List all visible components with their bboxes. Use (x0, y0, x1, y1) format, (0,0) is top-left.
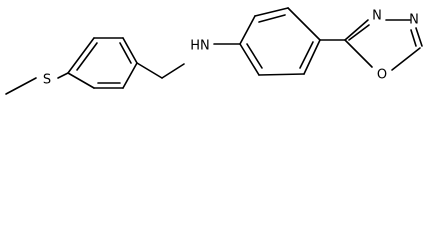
bond-s-ring1 (57, 72, 69, 79)
atom-labels: S HN N N O (43, 9, 419, 88)
chemical-structure: S HN N N O (5, 7, 423, 95)
oxadiazole-ring (344, 19, 423, 71)
bond-ring1-ch2 (136, 62, 163, 79)
amine-atom-label: HN (190, 39, 210, 54)
bond-ch2-nh (161, 63, 185, 79)
oxadiazole-o-label: O (377, 68, 387, 83)
oxadiazole-n2-label: N (409, 13, 419, 28)
benzene-ring-right (239, 7, 321, 76)
bond-methyl-s (5, 77, 37, 95)
oxadiazole-n1-label: N (372, 9, 382, 24)
benzene-ring-left (67, 37, 138, 89)
bonds (5, 7, 423, 95)
sulfur-atom-label: S (43, 73, 51, 88)
